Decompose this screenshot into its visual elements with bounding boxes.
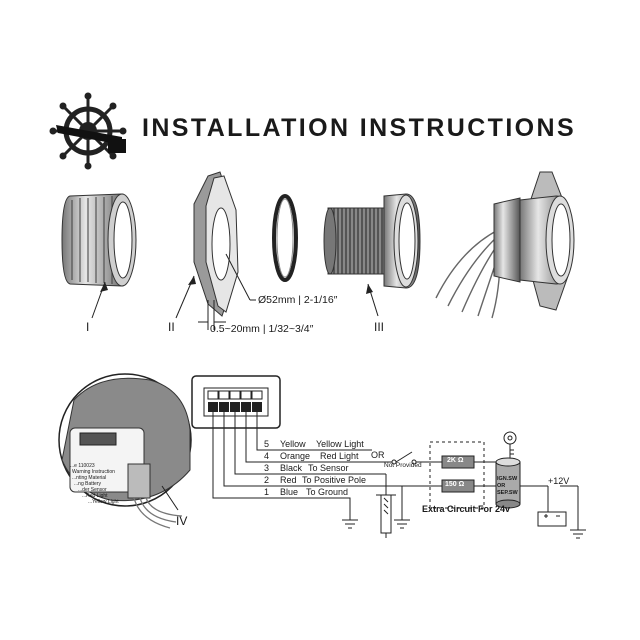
wire-2-num: 2 [264,475,270,485]
gauge-label-line4: ...ng Battery [74,481,101,487]
not-provided-label: Not Provided [384,462,422,469]
supply-voltage-label: +12V [548,476,570,486]
part-label-i: I [86,320,90,334]
resistor-150-label: 150 Ω [445,481,465,488]
wire-4-color: Orange [280,451,311,461]
wire-1-function: To Ground [306,487,349,497]
diameter-dimension: Ø52mm | 2-1/16″ [258,294,338,306]
part-label-ii: II [168,320,175,334]
ignition-switch-label: IGN.SW OR SEP.SW [497,476,518,496]
gauge-label-line6: ...Red Light [82,493,108,499]
gauge-label-line2: Warning Instruction [72,469,115,475]
gauge-label-line1: ...e 110023 [70,463,95,469]
wire-5-function: Yellow Light [316,439,364,449]
page-title: INSTALLATION INSTRUCTIONS [142,114,577,142]
connector-callout [58,373,192,529]
wire-2-color: Red [280,475,297,485]
wire-connector [191,375,281,429]
wire-1-color: Blue [280,487,299,497]
o-ring [272,194,298,282]
part-label-iii: III [374,320,385,334]
gauge-label-line3: ...nting Material [72,475,107,481]
part-label-iv: IV [176,514,188,528]
thickness-dimension: 0.5~20mm | 1/32~3/4″ [210,323,314,335]
wire-3-function: To Sensor [308,463,349,473]
or-label: OR [371,450,385,460]
gauge-label-line7: ...Yellow Light [88,499,119,505]
wiring-lines [212,412,586,539]
bracket-plate [175,171,256,330]
wire-4-num: 4 [264,451,270,461]
wire-3-num: 3 [264,463,270,473]
wire-5-num: 5 [264,439,270,449]
ship-wheel-logo [49,92,127,170]
extra-circuit-label: Extra Circuit For 24v [422,504,511,514]
gauge-body [323,193,421,317]
assembled-gauge [435,171,575,319]
gauge-label-line5: ...der Sensor [78,487,107,493]
resistor-2k-label: 2K Ω [447,457,464,464]
wire-2-function: To Positive Pole [302,475,367,485]
wire-3-color: Black [280,463,303,473]
mounting-nut [61,193,137,319]
wire-1-num: 1 [264,487,270,497]
wire-4-function: Red Light [320,451,359,461]
wire-5-color: Yellow [280,439,306,449]
